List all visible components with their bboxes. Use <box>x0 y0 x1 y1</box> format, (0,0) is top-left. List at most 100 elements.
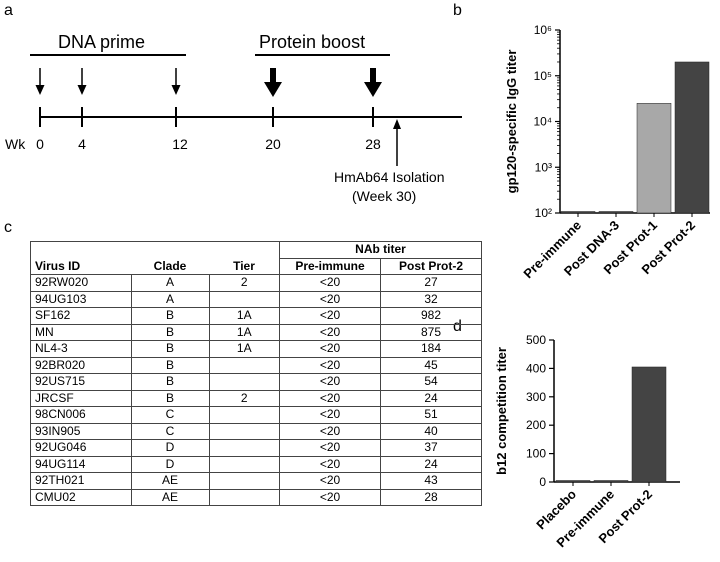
tier-cell: 2 <box>208 274 280 292</box>
panel-letter-c: c <box>4 219 12 236</box>
post-prot-2-cell: 32 <box>380 290 482 308</box>
isolation-week: (Week 30) <box>352 188 416 204</box>
pre-immune-cell: <20 <box>279 472 381 490</box>
post-prot-2-cell: 43 <box>380 472 482 490</box>
pre-immune-cell: <20 <box>279 274 381 292</box>
protein-arrow-wk20 <box>264 68 282 97</box>
pre-immune-cell: <20 <box>279 389 381 407</box>
week-axis-label: Wk <box>5 136 26 152</box>
y-axis-label: b12 competition titer <box>494 347 509 475</box>
y-tick-label: 400 <box>526 361 546 375</box>
bar-post-dna-3 <box>598 211 634 214</box>
y-axis-label: gp120-specific IgG titer <box>504 50 519 194</box>
virus-id-cell: 92RW020 <box>30 274 132 292</box>
tier-cell <box>208 406 280 424</box>
bar-pre-immune <box>560 211 596 214</box>
col-header-virus-id: Virus ID <box>30 258 131 275</box>
dna-arrow-wk12 <box>171 68 181 95</box>
clade-cell: AE <box>130 472 210 490</box>
clade-cell: D <box>130 455 210 473</box>
boost-label: Protein boost <box>259 32 365 52</box>
tier-cell <box>208 422 280 440</box>
pre-immune-cell: <20 <box>279 290 381 308</box>
y-tick-label: 10³ <box>535 160 552 174</box>
timeline-diagram: DNA prime Protein boost Wk 0 4 12 20 28 … <box>5 32 462 204</box>
tier-cell: 1A <box>208 340 280 358</box>
pre-immune-cell: <20 <box>279 406 381 424</box>
tier-cell: 1A <box>208 307 280 325</box>
clade-cell: D <box>130 439 210 457</box>
y-tick-label: 10⁴ <box>533 115 552 129</box>
nab-titer-header: NAb titer <box>279 241 482 259</box>
week-tick-20: 20 <box>265 136 281 152</box>
pre-immune-cell: <20 <box>279 356 381 374</box>
post-prot-2-cell: 45 <box>380 356 482 374</box>
virus-id-cell: 92UG046 <box>30 439 132 457</box>
pre-immune-cell: <20 <box>279 307 381 325</box>
post-prot-2-cell: 24 <box>380 389 482 407</box>
pre-immune-cell: <20 <box>279 323 381 341</box>
col-header-clade: Clade <box>131 258 209 275</box>
tier-cell: 2 <box>208 389 280 407</box>
prime-label: DNA prime <box>58 32 145 52</box>
pre-immune-cell: <20 <box>279 439 381 457</box>
post-prot-2-cell: 27 <box>380 274 482 292</box>
panel-letter-b: b <box>453 2 462 19</box>
virus-id-cell: 92TH021 <box>30 472 132 490</box>
y-tick-label: 0 <box>539 475 546 489</box>
clade-cell: A <box>130 274 210 292</box>
dna-arrow-wk0 <box>35 68 45 95</box>
week-tick-4: 4 <box>78 136 86 152</box>
post-prot-2-cell: 982 <box>380 307 482 325</box>
y-tick-label: 10⁵ <box>534 69 552 83</box>
tier-cell <box>208 455 280 473</box>
post-prot-2-cell: 24 <box>380 455 482 473</box>
virus-id-cell: 94UG114 <box>30 455 132 473</box>
pre-immune-cell: <20 <box>279 488 381 506</box>
pre-immune-cell: <20 <box>279 340 381 358</box>
tier-cell <box>208 290 280 308</box>
virus-neutralization-table: NAb titer Virus ID Clade Tier Pre-immune… <box>30 241 482 506</box>
clade-cell: C <box>130 422 210 440</box>
y-tick-label: 300 <box>526 390 546 404</box>
virus-id-cell: SF162 <box>30 307 132 325</box>
virus-id-cell: 92BR020 <box>30 356 132 374</box>
post-prot-2-cell: 875 <box>380 323 482 341</box>
virus-id-cell: JRCSF <box>30 389 132 407</box>
post-prot-2-cell: 51 <box>380 406 482 424</box>
isolation-label: HmAb64 Isolation <box>334 169 445 185</box>
virus-id-cell: NL4-3 <box>30 340 132 358</box>
post-prot-2-cell: 40 <box>380 422 482 440</box>
col-header-tier: Tier <box>209 258 280 275</box>
clade-cell: B <box>130 389 210 407</box>
post-prot-2-cell: 28 <box>380 488 482 506</box>
week-tick-28: 28 <box>365 136 381 152</box>
bar-pre-immune <box>593 480 629 483</box>
virus-id-cell: 93IN905 <box>30 422 132 440</box>
clade-cell: B <box>130 373 210 391</box>
week-tick-0: 0 <box>36 136 44 152</box>
week-tick-12: 12 <box>172 136 188 152</box>
clade-cell: B <box>130 323 210 341</box>
isolation-arrow <box>393 119 401 166</box>
clade-cell: A <box>130 290 210 308</box>
y-tick-label: 500 <box>526 333 546 347</box>
table-group-header-row: NAb titer <box>30 241 482 259</box>
table-header-row: Virus ID Clade Tier Pre-immune Post Prot… <box>30 257 482 275</box>
virus-id-cell: CMU02 <box>30 488 132 506</box>
tier-cell <box>208 472 280 490</box>
pre-immune-cell: <20 <box>279 422 381 440</box>
